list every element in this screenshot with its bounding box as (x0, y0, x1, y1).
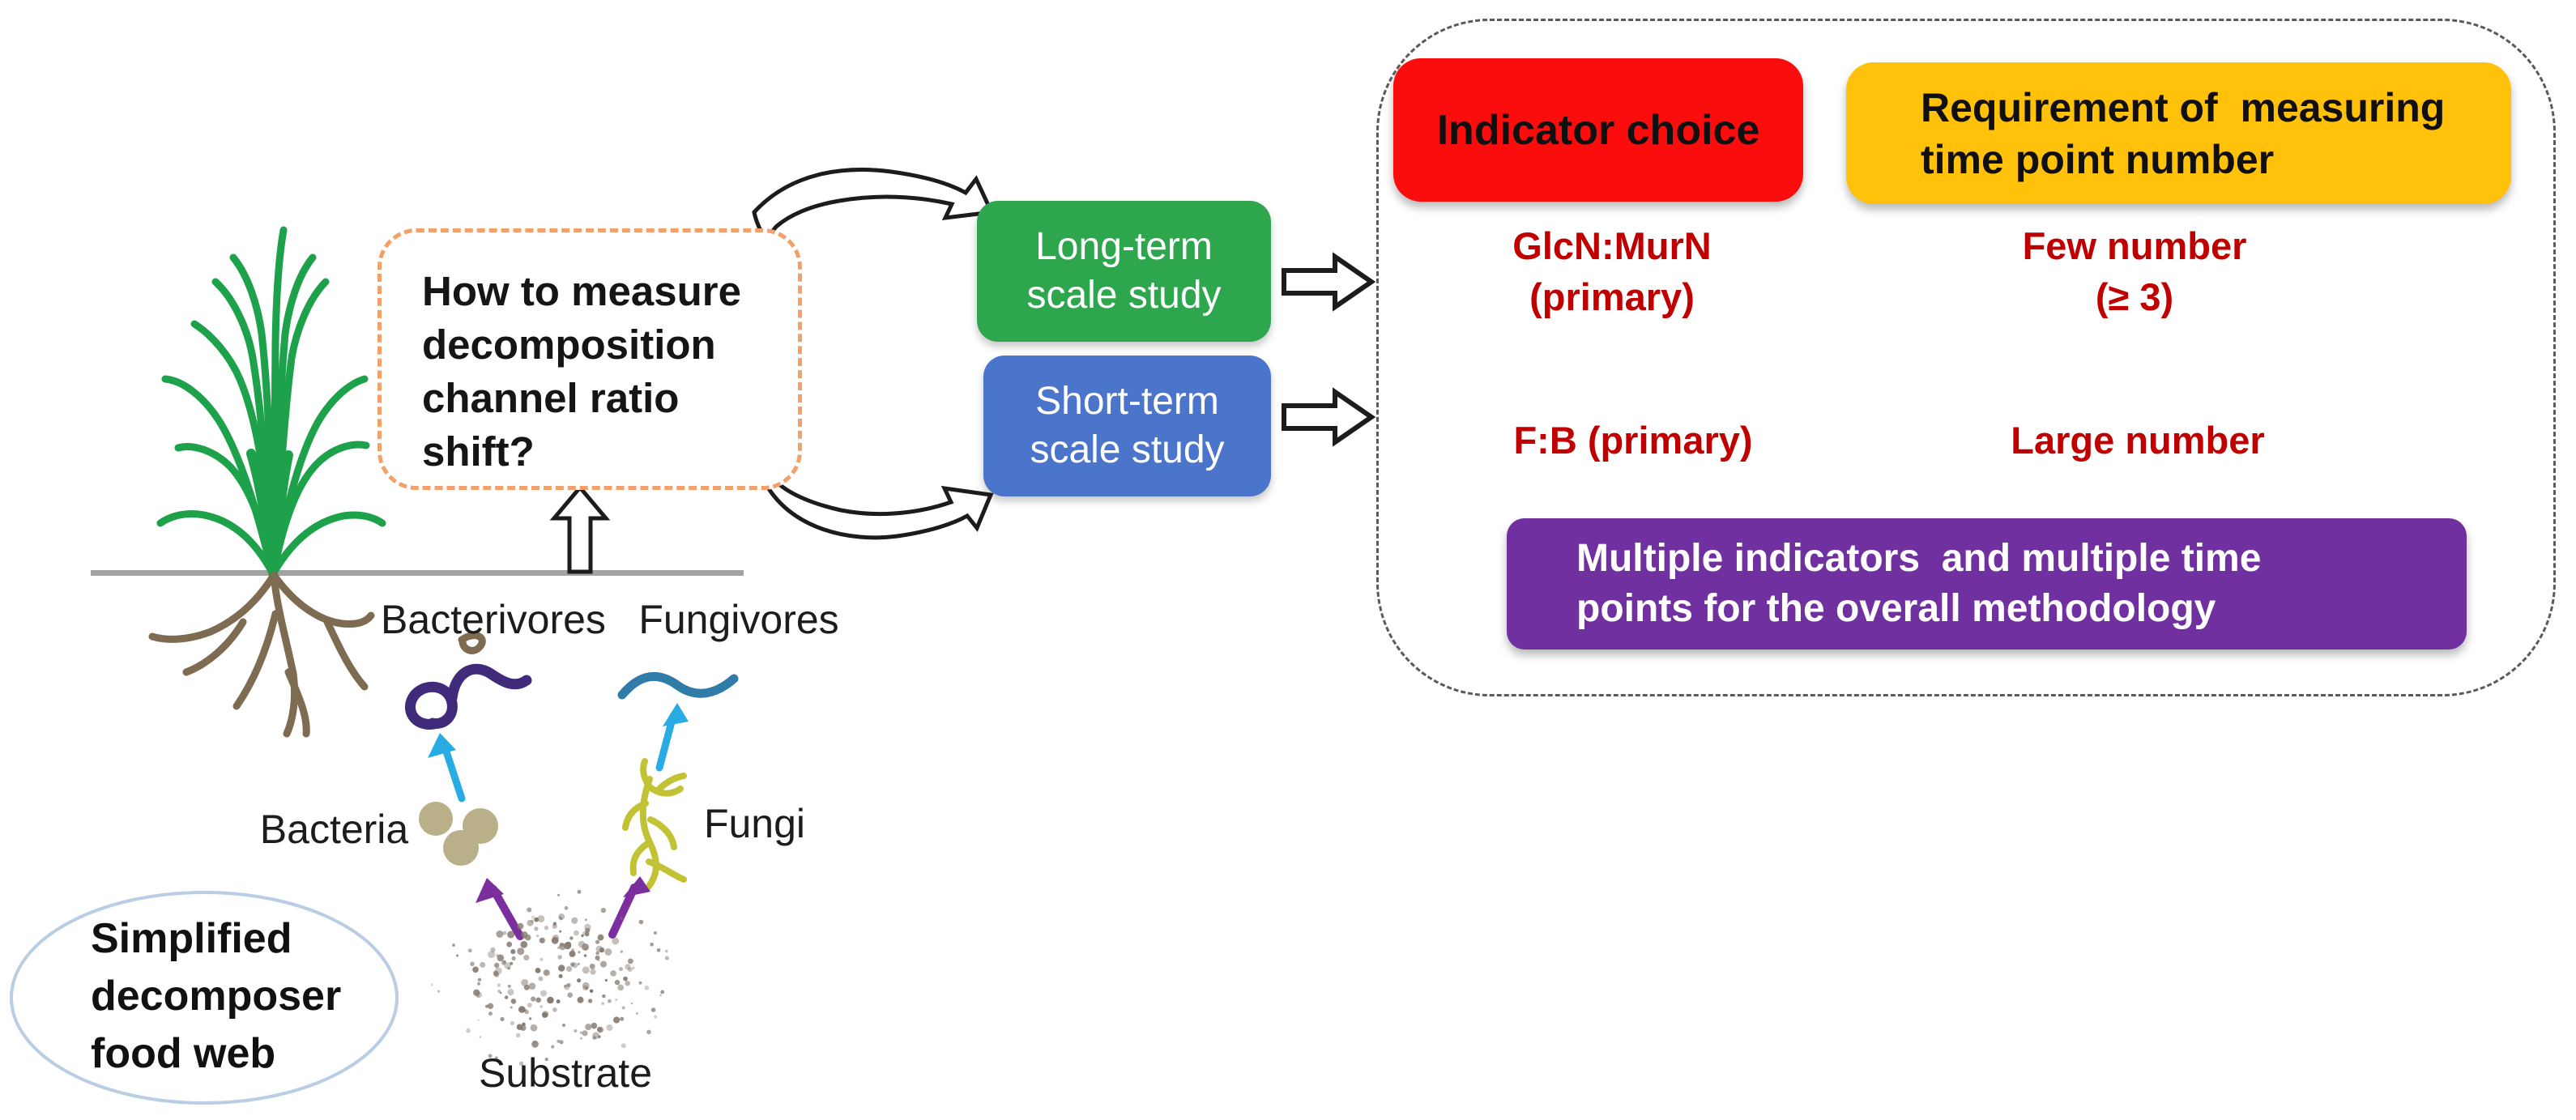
fungi-icon (622, 758, 687, 892)
requirement-header: Requirement of measuring time point numb… (1846, 62, 2511, 204)
substrate-to-bacteria-arrow (489, 885, 524, 940)
bacteria-to-bacterivore-arrow (441, 743, 466, 803)
bacterivores-label: Bacterivores (381, 597, 606, 642)
bacterivore-worm-icon (405, 663, 532, 730)
question-box: How to measure decomposition channel rat… (377, 228, 802, 490)
block-arrows (1282, 252, 1376, 447)
requirement-short-term-value: Large number (2011, 419, 2265, 462)
roots-icon (148, 571, 486, 738)
substrate-blob-icon (431, 889, 669, 1067)
bacteria-label: Bacteria (259, 807, 409, 852)
long-term-study-box: Long-term scale study (977, 201, 1271, 342)
indicator-choice-header: Indicator choice (1393, 58, 1803, 202)
substrate-arrowhead-right-icon (623, 876, 650, 897)
substrate-arrows (476, 876, 650, 940)
requirement-long-term-value: Few number (≥ 3) (2022, 224, 2247, 318)
short-term-study-box: Short-term scale study (983, 356, 1271, 496)
curved-arrow-bottom-icon (765, 468, 994, 540)
fungivores-label: Fungivores (638, 597, 839, 642)
indicator-short-term-value: F:B (primary) (1513, 419, 1753, 462)
up-arrow-icon (549, 484, 611, 574)
feeding-arrows (428, 703, 689, 803)
fungi-arrowhead-icon (663, 703, 689, 726)
bacteria-arrowhead-icon (428, 733, 456, 758)
overall-methodology-box: Multiple indicators and multiple time po… (1507, 518, 2467, 649)
food-web-ellipse (10, 891, 399, 1105)
block-arrow-long-icon (1282, 252, 1376, 312)
methodology-panel-outline (1376, 19, 2556, 696)
substrate-label: Substrate (478, 1050, 652, 1096)
soil-line (91, 570, 744, 576)
food-web-caption: Simplified decomposer food web (91, 915, 342, 1077)
bacteria-icon (419, 802, 498, 866)
curved-arrow-top-icon (752, 168, 995, 244)
indicator-long-term-value: GlcN:MurN (primary) (1512, 224, 1712, 318)
fungi-label: Fungi (703, 801, 806, 846)
plant-icon (156, 226, 386, 577)
block-arrow-short-icon (1282, 387, 1376, 447)
fungivore-worm-icon (617, 671, 739, 700)
substrate-arrowhead-left-icon (476, 878, 504, 903)
